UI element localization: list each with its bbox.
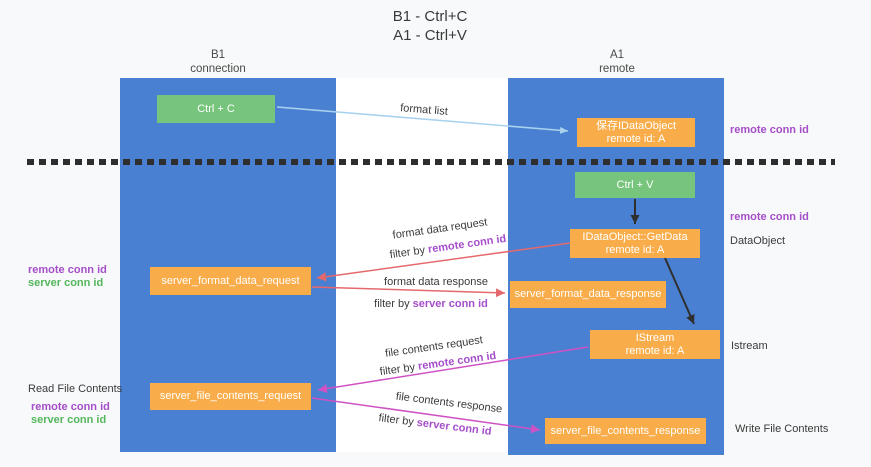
remote-conn-id-right-mid-label: remote conn id xyxy=(730,211,809,223)
lifeline-b1-role: connection xyxy=(190,63,246,75)
server-conn-id-left-top-label: server conn id xyxy=(28,277,104,289)
server-format-data-response-label: server_format_data_response xyxy=(514,288,662,300)
server-format-data-request-box: server_format_data_request xyxy=(150,267,311,295)
server-file-contents-request-label: server_file_contents_request xyxy=(159,390,302,402)
getdata-box: IDataObject::GetData remote id: A xyxy=(570,229,700,258)
dataobject-label: DataObject xyxy=(730,235,786,247)
write-file-contents-label: Write File Contents xyxy=(735,423,829,435)
save-dataobject-box: 保存IDataObject remote id: A xyxy=(577,118,695,147)
server-conn-id-text: server conn id xyxy=(412,298,488,310)
format-data-response-label: format data response xyxy=(384,276,488,288)
remote-conn-id-left-top-label: remote conn id xyxy=(28,264,107,276)
lifeline-b1-name: B1 xyxy=(210,49,226,61)
server-conn-id-left-bottom-label: server conn id xyxy=(31,414,107,426)
lifeline-header-b1: B1 connection xyxy=(190,48,246,76)
remote-conn-id-left-bottom-label: remote conn id xyxy=(31,401,110,413)
server-format-data-request-label: server_format_data_request xyxy=(161,274,300,287)
server-file-contents-response-box: server_file_contents_response xyxy=(545,418,706,444)
save-dataobject-line1: 保存IDataObject xyxy=(595,119,677,132)
ctrl-v-label: Ctrl + V xyxy=(616,178,654,191)
istream-box: IStream remote id: A xyxy=(590,330,720,359)
lifeline-a1-role: remote xyxy=(599,63,635,75)
istream-line1: IStream xyxy=(635,331,675,344)
title-line-2: A1 - Ctrl+V xyxy=(393,27,467,44)
ctrl-c-label: Ctrl + C xyxy=(197,102,235,115)
getdata-line2: remote id: A xyxy=(605,243,665,256)
remote-conn-id-right-top-label: remote conn id xyxy=(730,124,809,136)
ctrl-v-box: Ctrl + V xyxy=(575,172,695,198)
istream-side-label: Istream xyxy=(731,340,768,352)
istream-line2: remote id: A xyxy=(625,344,685,357)
save-dataobject-line2: remote id: A xyxy=(606,132,666,145)
read-file-contents-label: Read File Contents xyxy=(28,383,123,395)
lifeline-a1-name: A1 xyxy=(609,49,625,61)
server-file-contents-response-label: server_file_contents_response xyxy=(550,424,701,437)
ctrl-c-box: Ctrl + C xyxy=(157,95,275,123)
format-data-response-filter-label: filter by server conn id xyxy=(374,298,488,310)
server-format-data-response-box: server_format_data_response xyxy=(510,281,666,308)
lifeline-header-a1: A1 remote xyxy=(599,48,635,76)
title-line-1: B1 - Ctrl+C xyxy=(392,8,468,25)
filter-by-text: filter by xyxy=(374,298,413,310)
server-file-contents-request-box: server_file_contents_request xyxy=(150,383,311,410)
getdata-line1: IDataObject::GetData xyxy=(582,230,688,243)
